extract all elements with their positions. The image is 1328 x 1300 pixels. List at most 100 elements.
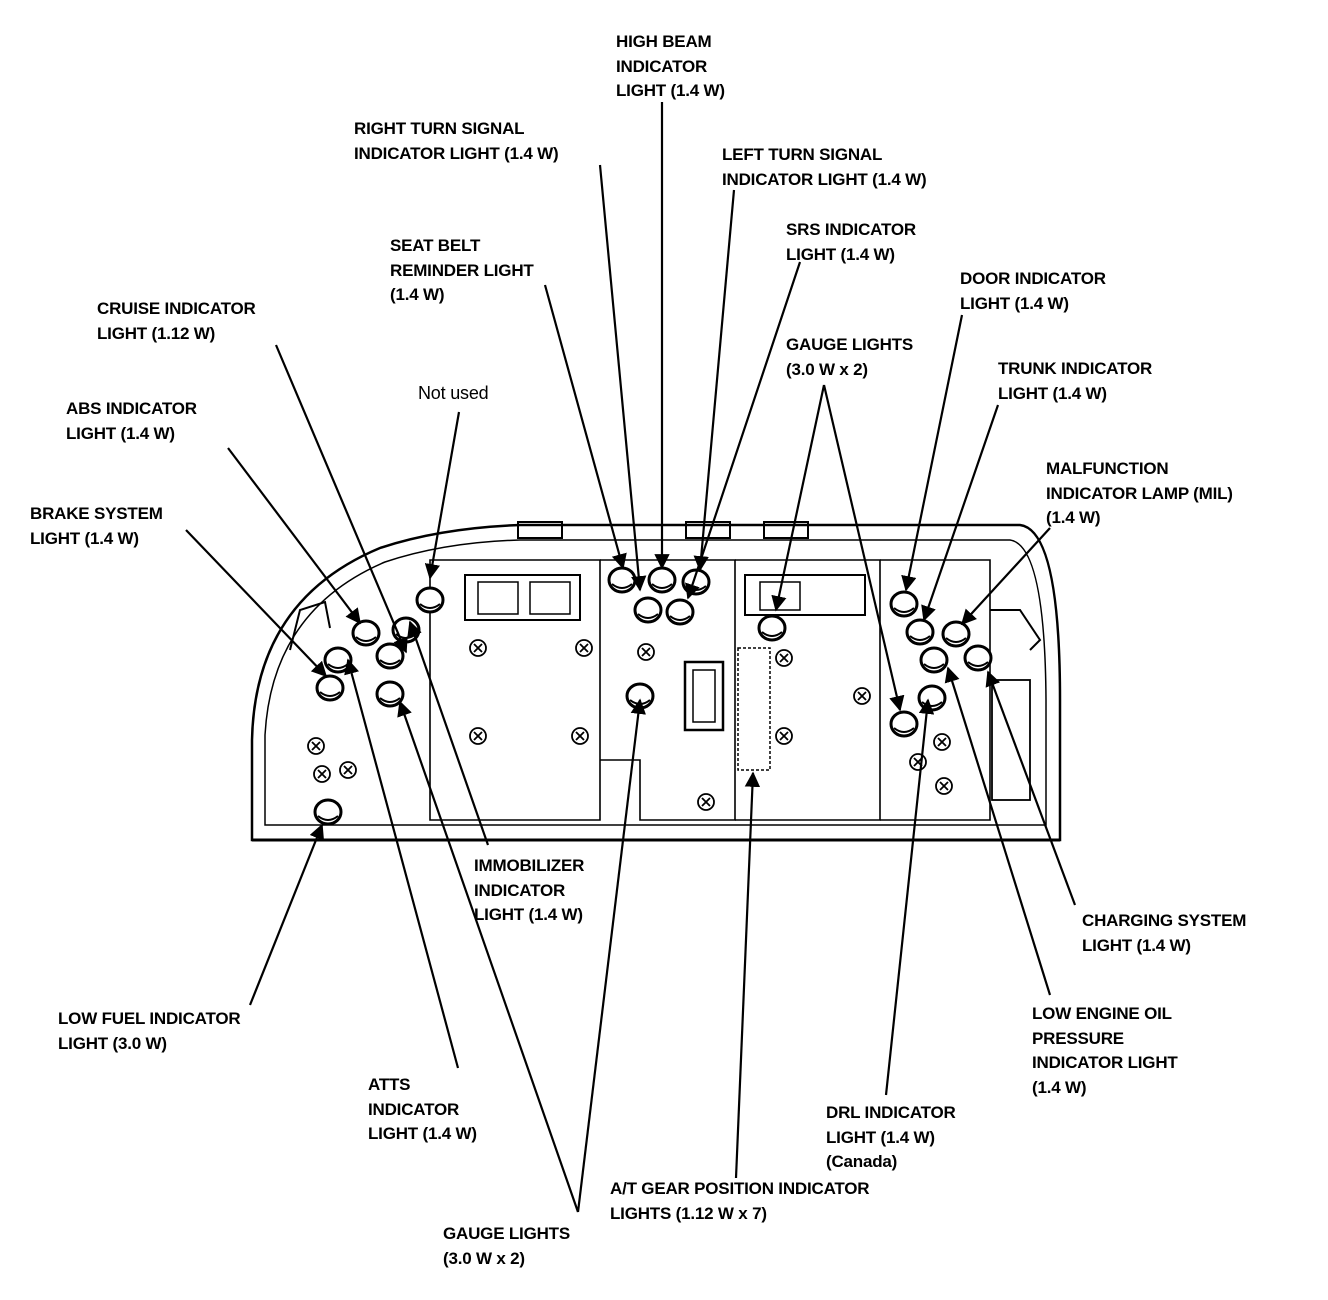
screw-cross [579, 643, 589, 653]
label-door-indicator: DOOR INDICATOR LIGHT (1.4 W) [960, 267, 1106, 316]
label-high-beam-indicator: HIGH BEAM INDICATOR LIGHT (1.4 W) [616, 30, 725, 104]
screw-cross [473, 731, 483, 741]
bulb-socket-rim [669, 615, 691, 621]
label-line: LIGHT (1.4 W) [368, 1124, 477, 1143]
label-line: BRAKE SYSTEM [30, 504, 163, 523]
bulb-socket-rim [379, 659, 401, 665]
screw-cross [473, 643, 483, 653]
label-line: SEAT BELT [390, 236, 481, 255]
screw-cross [857, 691, 867, 701]
label-line: LIGHT (1.4 W) [474, 905, 583, 924]
label-line: GAUGE LIGHTS [786, 335, 913, 354]
label-line: DOOR INDICATOR [960, 269, 1106, 288]
screw-cross [311, 741, 321, 751]
bulb-socket-rim [909, 635, 931, 641]
label-right-turn-signal-indicator: RIGHT TURN SIGNAL INDICATOR LIGHT (1.4 W) [354, 117, 559, 166]
label-line: INDICATOR [368, 1099, 460, 1119]
label-line: A/T GEAR POSITION INDICATOR [610, 1179, 870, 1198]
label-at-gear-position-indicator: A/T GEAR POSITION INDICATOR LIGHTS (1.12 … [610, 1177, 870, 1226]
label-trunk-indicator: TRUNK INDICATOR LIGHT (1.4 W) [998, 357, 1152, 406]
screw-cross [701, 797, 711, 807]
label-cruise-indicator: CRUISE INDICATOR LIGHT (1.12 W) [97, 297, 256, 346]
label-line: IMMOBILIZER [474, 856, 585, 875]
label-line: (1.4 W) [1046, 508, 1101, 527]
label-line: PRESSURE [1032, 1028, 1124, 1048]
label-line: LOW ENGINE OIL [1032, 1004, 1172, 1023]
bulb-socket-rim [317, 815, 339, 821]
bulb-sockets [313, 566, 993, 826]
label-line: INDICATOR LIGHT (1.4 W) [722, 169, 927, 189]
screw-cross [779, 731, 789, 741]
label-line: (1.4 W) [390, 285, 445, 304]
bulb-socket-rim [923, 663, 945, 669]
label-line: LOW FUEL INDICATOR [58, 1009, 241, 1028]
screw-cross [317, 769, 327, 779]
label-line: (3.0 W x 2) [786, 359, 868, 379]
label-line: SRS INDICATOR [786, 220, 916, 239]
label-line: (1.4 W) [1032, 1077, 1087, 1097]
label-not-used: Not used [418, 381, 489, 406]
label-line: LIGHTS (1.12 W x 7) [610, 1203, 767, 1223]
label-line: LIGHT (1.4 W) [616, 81, 725, 100]
label-line: RIGHT TURN SIGNAL [354, 119, 525, 138]
label-line: (Canada) [826, 1152, 898, 1171]
label-line: LIGHT (1.4 W) [998, 383, 1107, 403]
label-line: DRL INDICATOR [826, 1103, 956, 1122]
label-seat-belt-reminder: SEAT BELT REMINDER LIGHT (1.4 W) [390, 234, 534, 308]
label-line: MALFUNCTION [1046, 459, 1169, 478]
bulb-socket-rim [893, 607, 915, 613]
bulb-socket-rim [651, 583, 673, 589]
label-charging-system: CHARGING SYSTEM LIGHT (1.4 W) [1082, 909, 1246, 958]
label-line: INDICATOR [616, 56, 708, 76]
screw-cross [779, 653, 789, 663]
label-abs-indicator: ABS INDICATOR LIGHT (1.4 W) [66, 397, 197, 446]
label-gauge-lights-top: GAUGE LIGHTS (3.0 W x 2) [786, 333, 913, 382]
label-line: LIGHT (1.4 W) [30, 528, 139, 548]
label-brake-system: BRAKE SYSTEM LIGHT (1.4 W) [30, 502, 163, 551]
label-line: CRUISE INDICATOR [97, 299, 256, 318]
label-line: LIGHT (1.4 W) [66, 423, 175, 443]
label-low-engine-oil-pressure: LOW ENGINE OIL PRESSURE INDICATOR LIGHT (1.… [1032, 1002, 1178, 1100]
label-line: INDICATOR LIGHT [1032, 1053, 1178, 1072]
label-line: (3.0 W x 2) [443, 1248, 525, 1268]
bulb-socket-rim [355, 636, 377, 642]
label-left-turn-signal-indicator: LEFT TURN SIGNAL INDICATOR LIGHT (1.4 W) [722, 143, 927, 192]
mounting-screws [307, 639, 953, 811]
label-line: LIGHT (1.12 W) [97, 323, 216, 343]
label-gauge-lights-bottom: GAUGE LIGHTS (3.0 W x 2) [443, 1222, 570, 1271]
label-low-fuel-indicator: LOW FUEL INDICATOR LIGHT (3.0 W) [58, 1007, 241, 1056]
label-line: TRUNK INDICATOR [998, 359, 1153, 378]
bulb-socket-rim [893, 727, 915, 733]
label-immobilizer-indicator: IMMOBILIZER INDICATOR LIGHT (1.4 W) [474, 854, 584, 928]
screw-cross [937, 737, 947, 747]
label-srs-indicator: SRS INDICATOR LIGHT (1.4 W) [786, 218, 916, 267]
screw-cross [343, 765, 353, 775]
bulb-socket-rim [637, 613, 659, 619]
label-line: INDICATOR LAMP (MIL) [1046, 483, 1233, 503]
label-line: LIGHT (1.4 W) [1082, 935, 1191, 955]
screw-cross [575, 731, 585, 741]
screw-cross [939, 781, 949, 791]
label-line: HIGH BEAM [616, 32, 712, 51]
label-line: LIGHT (1.4 W) [786, 244, 895, 264]
label-line: REMINDER LIGHT [390, 260, 534, 280]
bulb-socket-rim [419, 603, 441, 609]
label-line: ATTS [368, 1075, 411, 1094]
bulb-socket-rim [379, 697, 401, 703]
label-line: LEFT TURN SIGNAL [722, 145, 883, 164]
label-line: INDICATOR LIGHT (1.4 W) [354, 143, 559, 163]
bulb-socket-rim [967, 661, 989, 667]
label-line: INDICATOR [474, 880, 566, 900]
label-atts-indicator: ATTS INDICATOR LIGHT (1.4 W) [368, 1073, 477, 1147]
label-line: ABS INDICATOR [66, 399, 197, 418]
label-line: CHARGING SYSTEM [1082, 911, 1247, 930]
label-line: GAUGE LIGHTS [443, 1224, 570, 1243]
label-line: LIGHT (3.0 W) [58, 1033, 167, 1053]
label-line: LIGHT (1.4 W) [960, 293, 1069, 313]
bulb-socket-rim [761, 631, 783, 637]
label-line: Not used [418, 383, 489, 403]
bulb-socket-rim [945, 637, 967, 643]
bulb-socket-rim [319, 691, 341, 697]
